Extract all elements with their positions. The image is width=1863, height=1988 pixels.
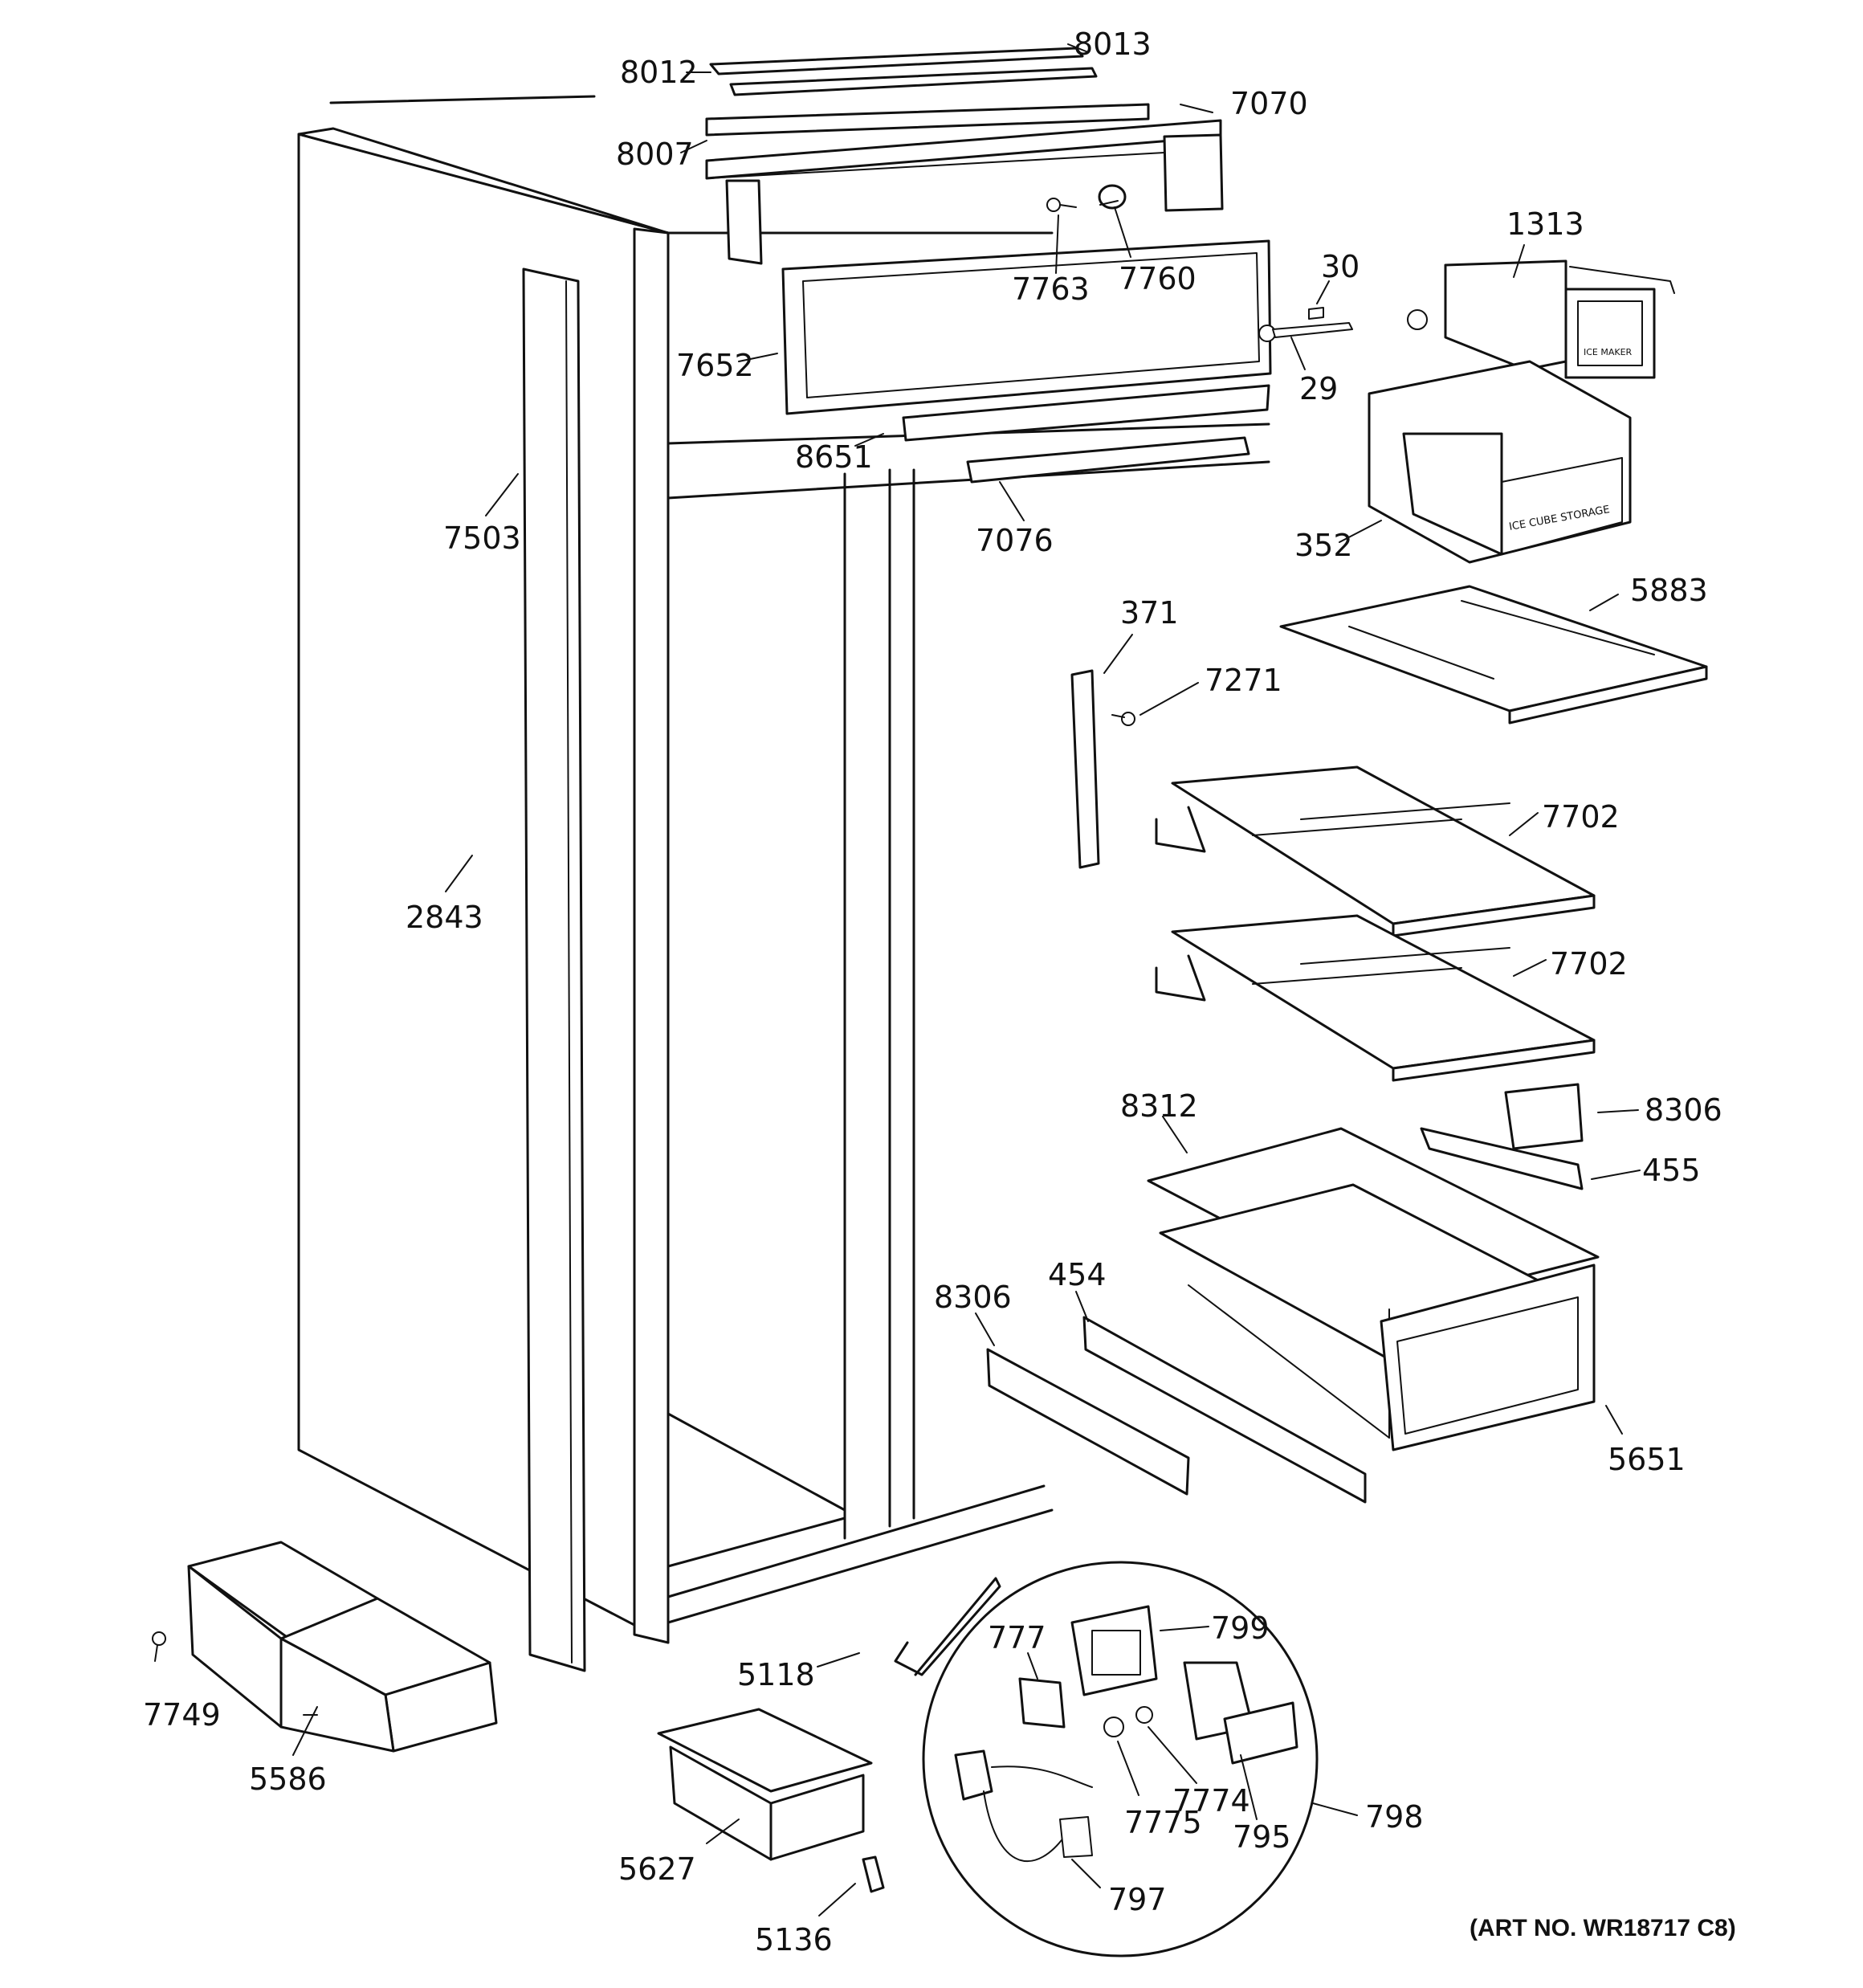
- part-labels: 8012 8013 7070 8007 7763 7760 30 1313 76…: [143, 27, 1736, 1957]
- label-798: 798: [1365, 1799, 1424, 1835]
- control-box-5586: [187, 1541, 498, 1753]
- label-777: 777: [988, 1620, 1046, 1655]
- handle-5118: [894, 1577, 1001, 1676]
- label-8007: 8007: [616, 137, 694, 172]
- label-5118: 5118: [737, 1657, 815, 1692]
- label-7702-lower: 7702: [1550, 946, 1628, 982]
- screw-7271: [1111, 712, 1135, 726]
- label-7774: 7774: [1172, 1783, 1250, 1819]
- label-7076: 7076: [976, 523, 1054, 558]
- knob-7760: [1098, 184, 1127, 210]
- label-30: 30: [1321, 249, 1360, 284]
- wire-shelf-7702-upper: [1155, 765, 1596, 937]
- label-7271: 7271: [1205, 663, 1282, 698]
- label-7652: 7652: [676, 348, 754, 383]
- rail-8306-right: [1504, 1083, 1584, 1150]
- label-7775: 7775: [1124, 1805, 1202, 1840]
- screw-7763: [1046, 198, 1077, 212]
- shelf-5883: [1279, 585, 1708, 725]
- label-7503: 7503: [443, 520, 521, 556]
- arm-29: [1258, 322, 1353, 342]
- art-number: (ART NO. WR18717 C8): [1470, 1915, 1736, 1941]
- label-5651: 5651: [1608, 1442, 1686, 1477]
- bracket-5136: [862, 1855, 885, 1893]
- label-352: 352: [1294, 528, 1353, 563]
- label-799: 799: [1211, 1610, 1270, 1646]
- valve-kit-inset-798: [922, 1561, 1319, 1957]
- label-2843: 2843: [406, 900, 483, 935]
- label-8651: 8651: [795, 439, 873, 475]
- label-5136: 5136: [755, 1922, 833, 1957]
- label-797: 797: [1108, 1882, 1167, 1917]
- label-7749: 7749: [143, 1697, 221, 1733]
- bracket-777: [1018, 1677, 1066, 1729]
- clip-30: [1308, 307, 1324, 320]
- fitting-7774: [1135, 1706, 1153, 1724]
- label-8013: 8013: [1074, 27, 1152, 62]
- slide-454: [1082, 1316, 1367, 1504]
- label-5883: 5883: [1630, 573, 1708, 608]
- shelf-support-371: [1070, 669, 1100, 869]
- label-5627: 5627: [618, 1851, 696, 1887]
- door-strip-part: [522, 267, 586, 1672]
- ice-maker-1313: ICE MAKER: [1407, 259, 1675, 379]
- slide-455: [1420, 1127, 1584, 1190]
- label-7702-upper: 7702: [1542, 799, 1620, 835]
- rail-8306-left: [986, 1348, 1190, 1496]
- label-8012: 8012: [620, 55, 698, 90]
- wire-shelf-7702-lower: [1155, 914, 1596, 1082]
- fitting-7775: [1103, 1717, 1124, 1737]
- basket-front-5651: [1380, 1263, 1596, 1451]
- label-371: 371: [1120, 595, 1179, 631]
- label-8306-right: 8306: [1645, 1092, 1722, 1128]
- ice-maker-text: ICE MAKER: [1584, 347, 1633, 357]
- label-1313: 1313: [1506, 206, 1584, 242]
- label-455: 455: [1642, 1153, 1701, 1188]
- valve-799: [1070, 1605, 1158, 1696]
- label-8306-left: 8306: [934, 1280, 1012, 1315]
- label-454: 454: [1048, 1257, 1107, 1292]
- tray-5627: [657, 1708, 873, 1861]
- label-7760: 7760: [1119, 261, 1196, 296]
- label-795: 795: [1233, 1819, 1291, 1855]
- screw-7749: [152, 1631, 166, 1662]
- label-8312: 8312: [1120, 1088, 1198, 1124]
- label-7070: 7070: [1230, 86, 1308, 121]
- top-trim-parts: [705, 47, 1272, 484]
- label-5586: 5586: [249, 1761, 327, 1797]
- ice-bucket-352: ICE CUBE STORAGE: [1368, 360, 1632, 564]
- label-7763: 7763: [1012, 271, 1090, 307]
- label-29: 29: [1299, 371, 1338, 406]
- leader-lines: [292, 43, 1641, 1917]
- harness-797: [954, 1749, 993, 1801]
